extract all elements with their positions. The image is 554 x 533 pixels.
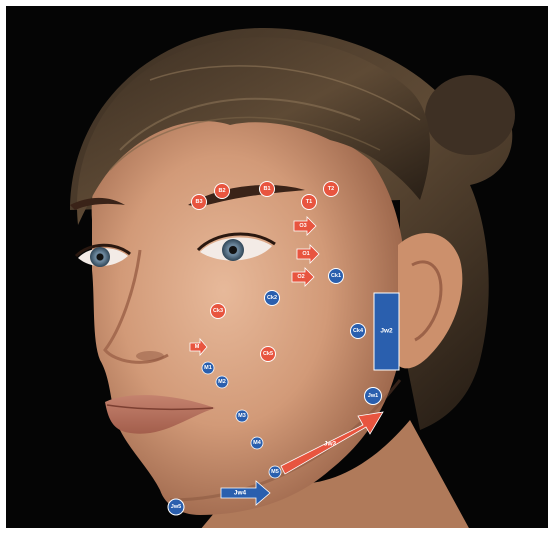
svg-text:O3: O3 xyxy=(299,223,306,229)
hair-bun xyxy=(425,75,515,155)
svg-text:B2: B2 xyxy=(218,188,225,194)
marker-jw1: Jw1 xyxy=(365,388,382,405)
marker-jw2: Jw2 xyxy=(374,293,399,370)
svg-text:Ck1: Ck1 xyxy=(331,273,341,279)
marker-b1: B1 xyxy=(260,182,275,197)
image-frame: B3 B2 B1 T1 T2 O3 O1 O2 Ck3 Ck5 M xyxy=(6,6,548,528)
svg-text:Jw1: Jw1 xyxy=(368,393,378,399)
marker-m3: M3 xyxy=(236,410,248,422)
marker-b3: B3 xyxy=(192,195,207,210)
svg-text:Jw4: Jw4 xyxy=(234,490,247,497)
marker-ck2: Ck2 xyxy=(265,291,280,306)
svg-text:M: M xyxy=(195,344,200,350)
svg-text:M4: M4 xyxy=(253,440,262,446)
svg-text:Ck4: Ck4 xyxy=(353,328,364,334)
face xyxy=(92,107,407,515)
marker-ck5: Ck5 xyxy=(261,347,276,362)
svg-text:B3: B3 xyxy=(195,199,202,205)
marker-m2: M2 xyxy=(216,376,228,388)
marker-m5: M5 xyxy=(269,466,281,478)
svg-text:T1: T1 xyxy=(306,199,312,205)
face-illustration: B3 B2 B1 T1 T2 O3 O1 O2 Ck3 Ck5 M xyxy=(6,6,548,528)
marker-b2: B2 xyxy=(215,184,230,199)
svg-text:M2: M2 xyxy=(218,379,226,385)
svg-text:O1: O1 xyxy=(302,251,309,257)
svg-text:M1: M1 xyxy=(204,365,212,371)
svg-text:Jw3: Jw3 xyxy=(324,441,337,448)
marker-ck4: Ck4 xyxy=(351,324,366,339)
svg-text:Ck5: Ck5 xyxy=(263,351,273,357)
svg-text:Jw2: Jw2 xyxy=(380,328,393,335)
svg-text:T2: T2 xyxy=(328,186,334,192)
svg-text:Ck2: Ck2 xyxy=(267,295,277,301)
marker-m4: M4 xyxy=(251,437,263,449)
marker-t2: T2 xyxy=(324,182,339,197)
marker-ck1: Ck1 xyxy=(329,269,344,284)
svg-text:B1: B1 xyxy=(263,186,270,192)
svg-text:O2: O2 xyxy=(297,274,304,280)
svg-text:M3: M3 xyxy=(238,413,246,419)
svg-text:Ck3: Ck3 xyxy=(213,308,223,314)
marker-m1: M1 xyxy=(202,362,214,374)
svg-text:Jw5: Jw5 xyxy=(171,504,181,510)
svg-text:M5: M5 xyxy=(271,469,279,475)
marker-t1: T1 xyxy=(302,195,317,210)
marker-ck3: Ck3 xyxy=(211,304,226,319)
marker-jw5: Jw5 xyxy=(168,499,184,515)
